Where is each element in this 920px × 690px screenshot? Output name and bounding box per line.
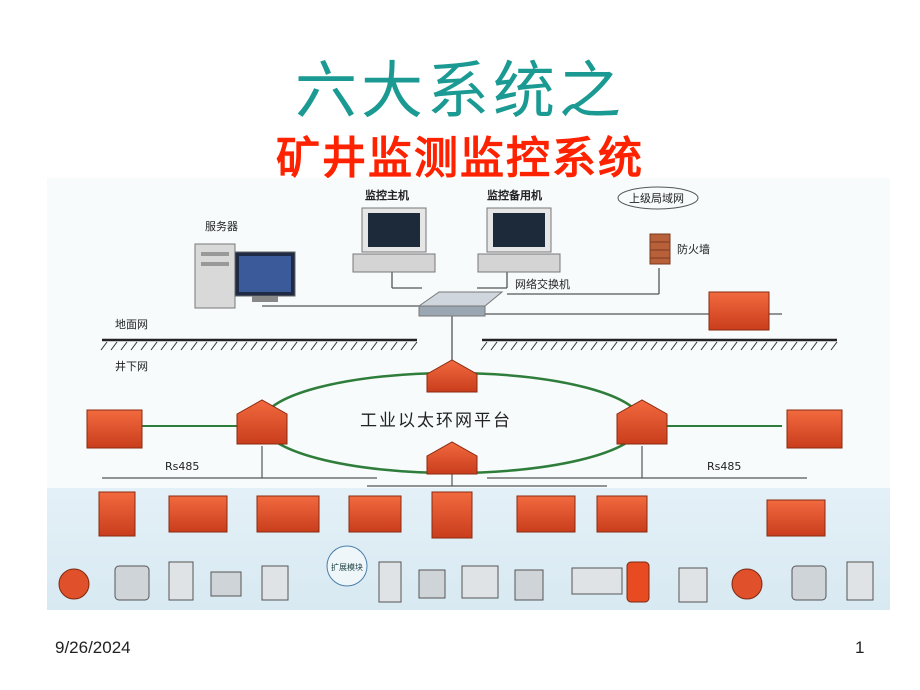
server-label: 服务器 — [205, 220, 238, 233]
slide-title: 六大系统之 — [294, 54, 625, 127]
substation — [348, 495, 402, 533]
upper-lan-bubble — [617, 186, 699, 210]
footer-date: 9/26/2024 — [55, 638, 131, 657]
switch-label: 网络交换机 — [515, 277, 570, 291]
substation — [516, 495, 576, 533]
substation — [168, 495, 228, 533]
slide-subtitle: 矿井监测监控系统 — [276, 133, 644, 184]
sensor-box — [846, 561, 874, 601]
sensor-box — [791, 565, 827, 601]
sensor-box — [678, 567, 708, 603]
substation — [98, 491, 136, 537]
sensor-box — [626, 561, 650, 603]
sensor-box — [378, 561, 402, 603]
sensor-box — [418, 569, 446, 599]
sensor-row — [58, 561, 874, 603]
sensor-box — [114, 565, 150, 601]
ring-switch-left — [236, 399, 288, 445]
monitor-backup-icon — [477, 207, 561, 273]
substation — [256, 495, 320, 533]
server-icon — [194, 243, 296, 309]
sensor-box — [571, 567, 623, 595]
ground-net-label: 地面网 — [115, 318, 148, 331]
monitor-host-icon — [352, 207, 436, 273]
side-device-right — [786, 409, 843, 449]
sensor-head — [731, 568, 763, 600]
substation — [596, 495, 648, 533]
monitor-host-label: 监控主机 — [365, 188, 409, 202]
sensor-head — [58, 568, 90, 600]
ring-switch-bottom — [426, 441, 478, 475]
firewall-label: 防火墙 — [677, 242, 710, 256]
firewall-icon — [649, 233, 671, 265]
sensor-box — [261, 565, 289, 601]
sensor-box — [514, 569, 544, 601]
upper-lan-label: 上级局域网 — [629, 192, 684, 205]
network-diagram: 服务器 监控主机 监控备用机 上级局域网 防火墙 网络交换机 地面网 井下网 工… — [47, 178, 890, 610]
sensor-box — [461, 565, 499, 599]
network-switch-icon — [417, 291, 504, 317]
expansion-bubble — [326, 545, 368, 587]
ring-platform-label: 工业以太环网平台 — [360, 411, 512, 431]
substation-row — [98, 491, 826, 539]
substation — [766, 499, 826, 537]
rs485-left-label: Rs485 — [165, 460, 199, 473]
distribution-lines — [102, 446, 807, 487]
ground-divider — [100, 338, 838, 351]
ring-switch-top — [426, 359, 478, 393]
expansion-bubble-label: 扩展模块 — [331, 562, 363, 572]
rs485-right-label: Rs485 — [707, 460, 741, 473]
substation — [431, 491, 473, 539]
ring-switch-right — [616, 399, 668, 445]
footer-page-number: 1 — [855, 638, 865, 657]
monitor-backup-label: 监控备用机 — [487, 188, 542, 202]
side-device-left — [86, 409, 143, 449]
underground-net-label: 井下网 — [115, 359, 148, 373]
sensor-box — [210, 571, 242, 597]
sensor-box — [168, 561, 194, 601]
ground-station-device — [708, 291, 770, 331]
